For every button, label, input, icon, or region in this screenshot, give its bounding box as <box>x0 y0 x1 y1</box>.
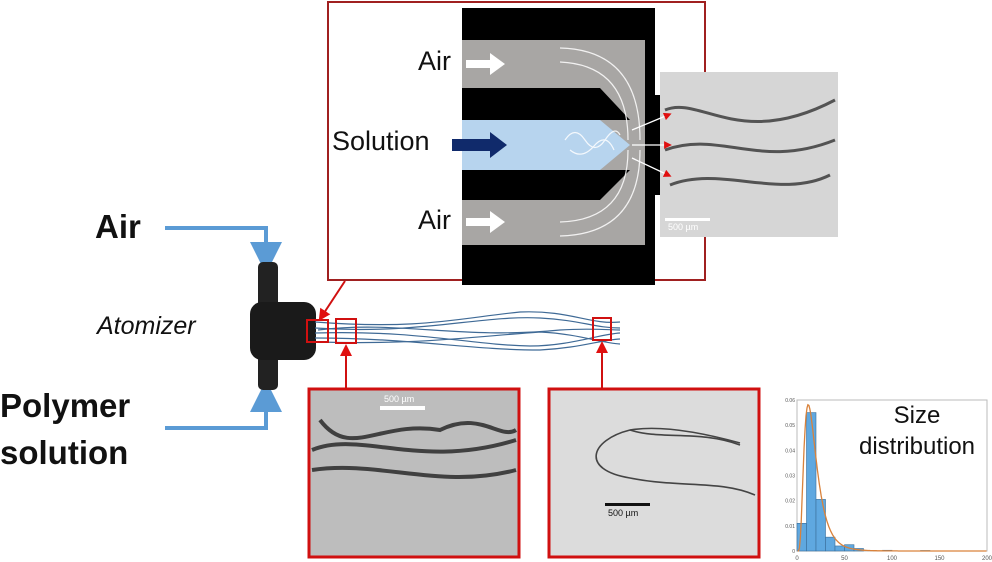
micrograph-far <box>547 387 761 559</box>
solution-channel <box>462 120 630 170</box>
x-tick-label: 0 <box>795 556 799 562</box>
y-tick-label: 0.02 <box>785 499 795 505</box>
histogram-bar <box>825 536 836 552</box>
fiber-jet <box>314 311 621 351</box>
polymer-label-2: solution <box>0 434 129 471</box>
air-arrow-top <box>466 53 505 75</box>
y-tick-label: 0.03 <box>785 474 795 480</box>
histogram-bar <box>806 412 817 552</box>
x-tick-label: 100 <box>887 556 898 562</box>
air-arrow-bottom <box>466 211 505 233</box>
inset-air-bottom: Air <box>418 205 451 235</box>
histogram-title: Size distribution <box>858 402 976 460</box>
y-tick-label: 0.05 <box>785 423 795 429</box>
photo-far-scale-bar: 500 µm <box>608 508 639 518</box>
x-tick-label: 50 <box>841 556 848 562</box>
fiber-micrograph-inset <box>660 72 838 237</box>
sample-region-3 <box>592 317 612 341</box>
y-tick-label: 0.06 <box>785 398 795 404</box>
histogram-bar <box>796 523 807 552</box>
photo-near-scale-bar: 500 µm <box>384 394 415 404</box>
x-tick-label: 150 <box>934 556 945 562</box>
atomizer-label: Atomizer <box>97 312 196 340</box>
fit-curve <box>797 403 987 552</box>
histogram-bar <box>834 545 845 552</box>
inset-solution: Solution <box>332 126 430 156</box>
polymer-feed-line <box>165 380 282 430</box>
y-tick-label: 0.01 <box>785 524 795 530</box>
polymer-label-1: Polymer <box>0 387 131 424</box>
air-feed-line <box>165 226 282 274</box>
size-histogram: 0 50 100 150 200 0 0.01 0.02 0.03 0.04 0.05 0.06 <box>785 398 992 562</box>
histogram-bar <box>815 499 826 552</box>
air-label: Air <box>95 208 141 245</box>
y-tick-label: 0 <box>792 549 795 555</box>
inset-air-top: Air <box>418 46 451 76</box>
inset-scale-bar: 500 µm <box>668 222 699 232</box>
sample-region-1 <box>306 319 329 343</box>
x-tick-label: 200 <box>982 556 992 562</box>
solution-arrow <box>452 132 507 158</box>
sample-region-2 <box>335 318 357 344</box>
y-tick-label: 0.04 <box>785 448 795 454</box>
